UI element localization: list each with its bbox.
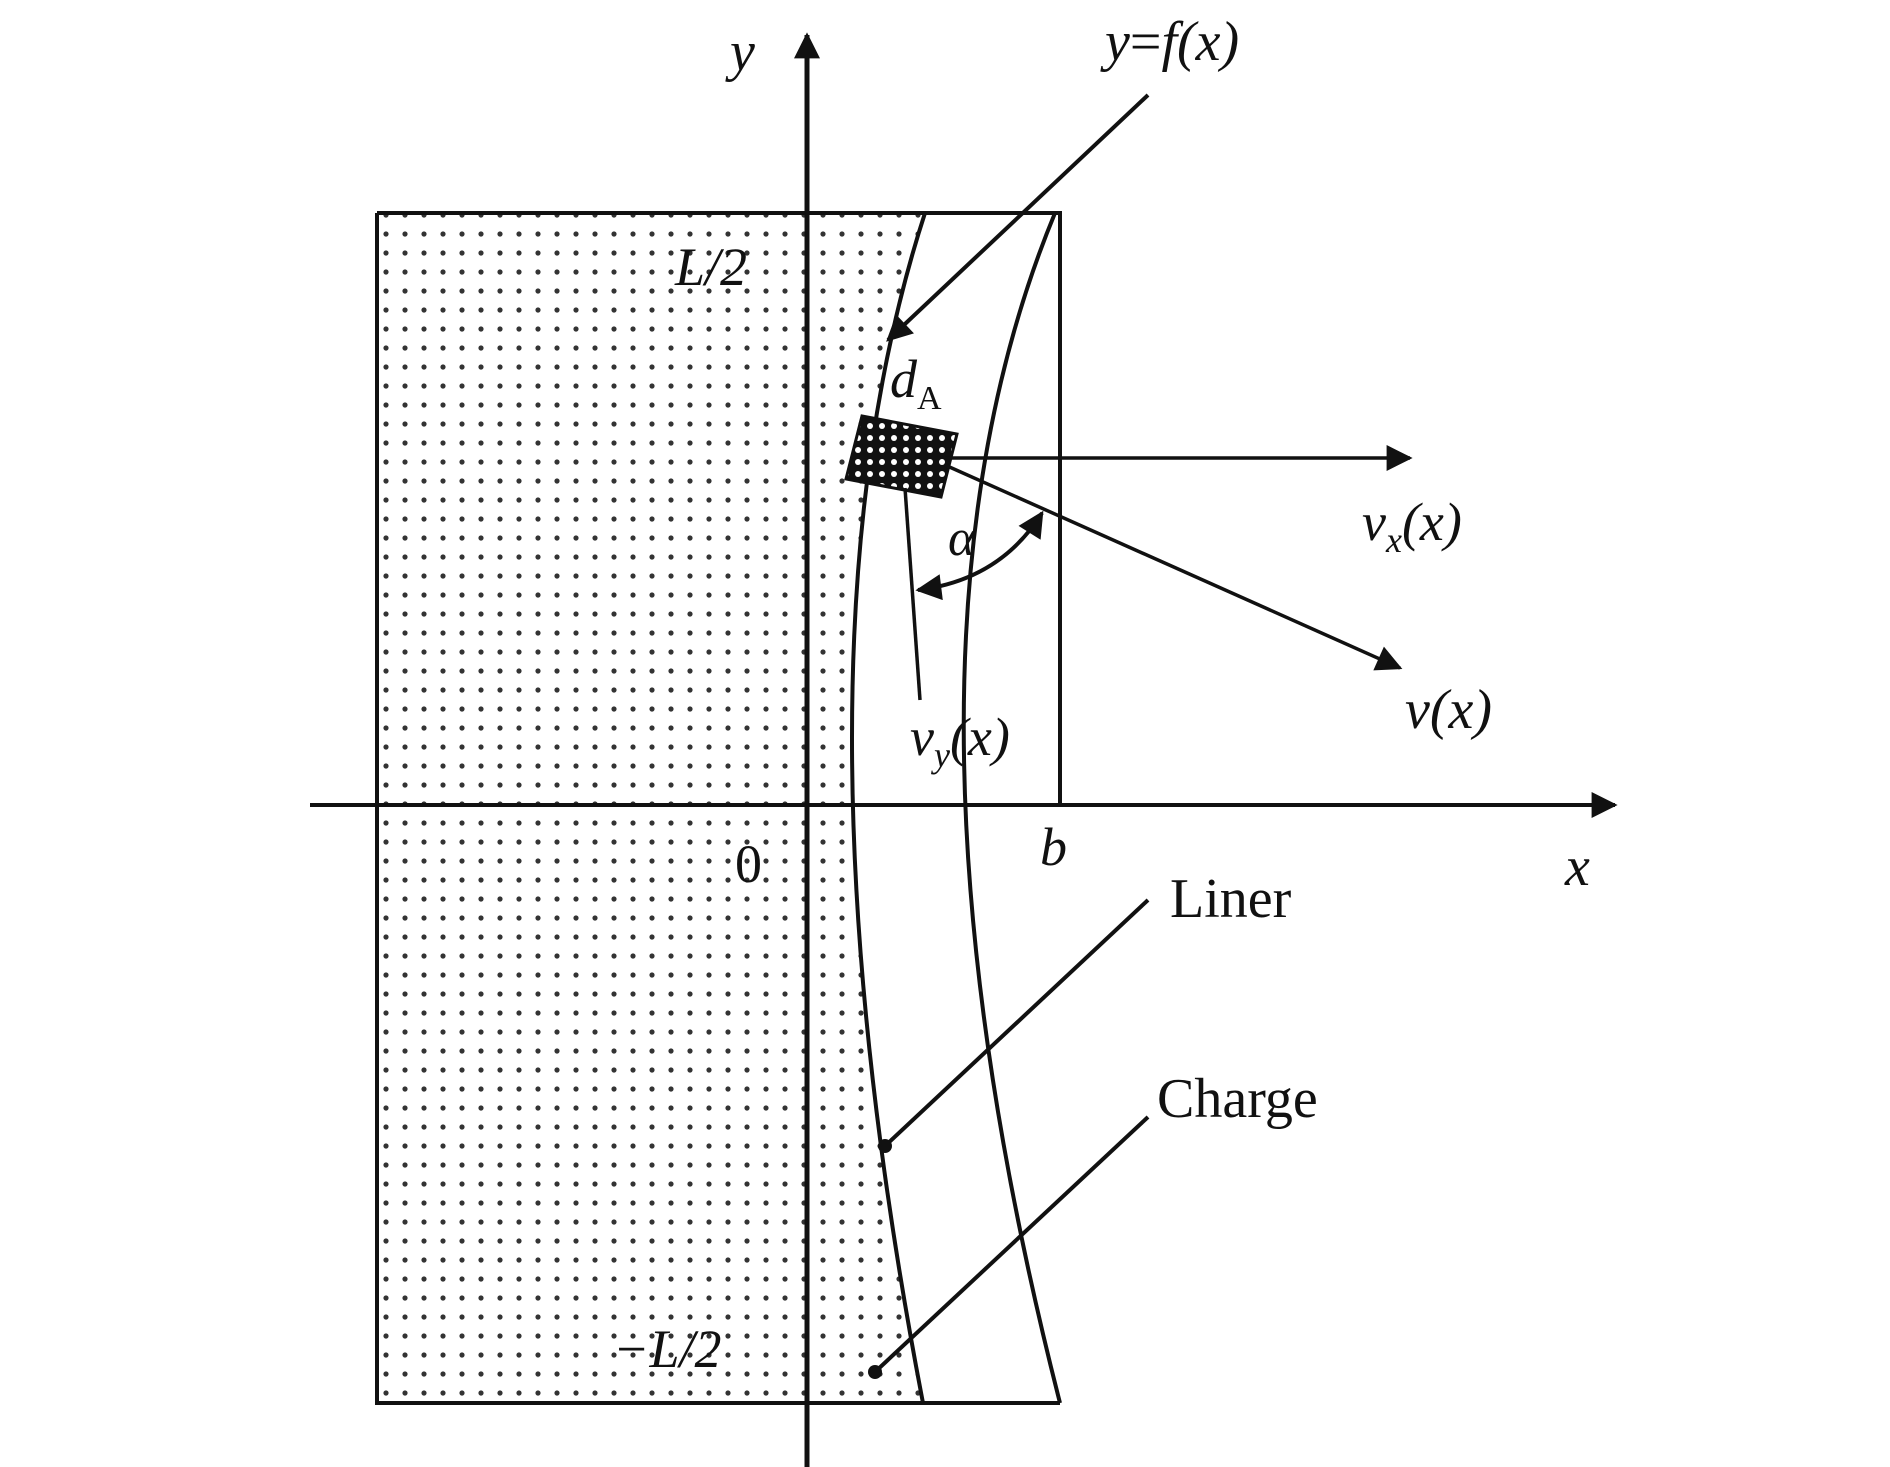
curve-leader bbox=[886, 93, 1150, 342]
neg-half-length-label: −L/2 bbox=[613, 1319, 721, 1379]
y-axis-label: y bbox=[725, 21, 755, 83]
alpha-label: α bbox=[948, 510, 977, 567]
vy-label: vy(x) bbox=[910, 707, 1010, 775]
vy-line bbox=[903, 487, 922, 701]
curve-x-label: (x) bbox=[1177, 11, 1239, 73]
vx-label: vx(x) bbox=[1362, 492, 1462, 560]
vx-arg-label: (x) bbox=[1402, 492, 1462, 552]
curve-equation-label: y=f(x) bbox=[1100, 11, 1239, 73]
liner-inner-boundary bbox=[850, 212, 927, 1404]
outer-space bbox=[963, 213, 1060, 1403]
vx-sub-label: x bbox=[1385, 520, 1402, 560]
charge-label: Charge bbox=[1157, 1068, 1318, 1130]
domain-outline bbox=[375, 211, 1062, 1405]
liner-band bbox=[851, 213, 1060, 1403]
liner-leader bbox=[883, 898, 1150, 1148]
liner-leader-dot bbox=[878, 1139, 892, 1153]
element-dA bbox=[844, 414, 959, 499]
curve-eq-label: = bbox=[1130, 11, 1162, 73]
origin-label: 0 bbox=[735, 834, 762, 894]
charge-leader-dot bbox=[868, 1365, 882, 1379]
x-axis-label: x bbox=[1564, 836, 1590, 898]
d-sub-label: A bbox=[917, 380, 942, 417]
b-label: b bbox=[1040, 817, 1067, 877]
curve-y-label: y bbox=[1100, 11, 1130, 73]
charge-leader bbox=[873, 1115, 1150, 1374]
d-label: d bbox=[890, 349, 918, 409]
alpha-arc bbox=[915, 510, 1044, 601]
vx-v-label: v bbox=[1362, 492, 1386, 552]
dA-label: dA bbox=[890, 349, 942, 417]
liner-label: Liner bbox=[1170, 868, 1292, 930]
half-length-label: L/2 bbox=[674, 237, 747, 297]
vy-sub-label: y bbox=[931, 735, 950, 775]
v-label: v(x) bbox=[1405, 679, 1492, 741]
vy-v-label: v bbox=[910, 707, 934, 767]
charge-region bbox=[377, 213, 925, 1403]
vy-arg-label: (x) bbox=[950, 707, 1010, 767]
liner-outer-boundary bbox=[961, 212, 1062, 1404]
v-arrow bbox=[944, 463, 1403, 671]
